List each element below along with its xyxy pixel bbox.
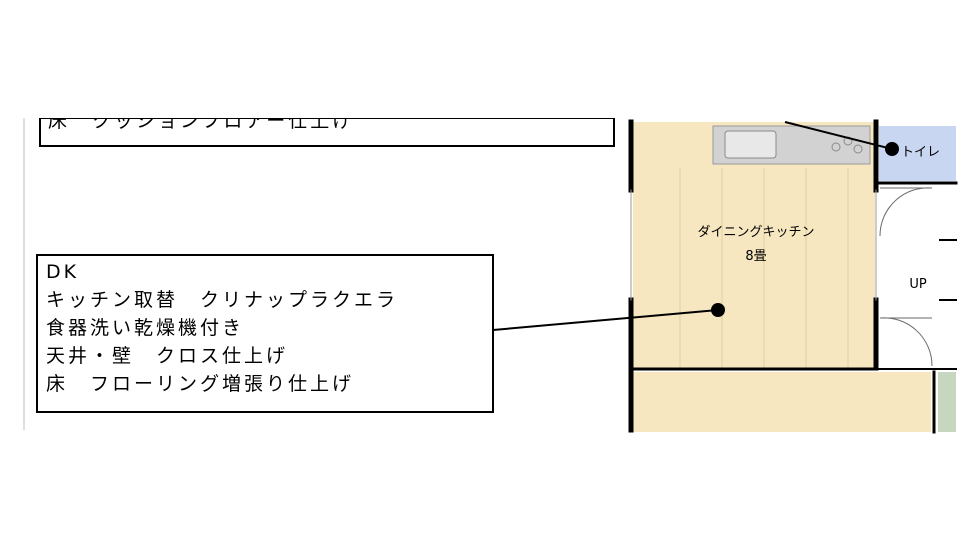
stairs-up-label: UP — [909, 277, 927, 292]
floor-boards — [679, 168, 849, 368]
dk-leader-line — [492, 309, 719, 331]
dining-kitchen-name: ダイニングキッチン — [697, 225, 814, 240]
toilet-leader-line — [784, 121, 893, 150]
dining-kitchen-size: 8畳 — [745, 249, 766, 264]
door-swings — [879, 187, 933, 367]
toilet-marker — [885, 142, 899, 156]
dk-note-line-floor: 床 フローリング増張り仕上げ — [46, 373, 355, 395]
side-strip — [938, 372, 956, 432]
top-note-text-clip: 床 クッションフロアー仕上げ — [42, 118, 612, 144]
sink-icon — [724, 130, 777, 159]
top-note-partial-line: 床 クッションフロアー仕上げ — [48, 118, 355, 132]
dk-note-line-dishwasher: 食器洗い乾燥機付き — [46, 317, 245, 339]
dk-note-line-ceiling-wall: 天井・壁 クロス仕上げ — [46, 345, 289, 367]
lower-room-floor — [633, 372, 931, 432]
walls — [628, 119, 958, 434]
dk-note-line-kitchen: キッチン取替 クリナップラクエラ — [46, 289, 399, 311]
dk-note-box: DK キッチン取替 クリナップラクエラ 食器洗い乾燥機付き 天井・壁 クロス仕上… — [36, 254, 494, 413]
dk-note-title: DK — [46, 261, 80, 283]
toilet-label: トイレ — [901, 145, 940, 160]
top-note-box — [39, 117, 615, 147]
dk-marker — [711, 303, 725, 317]
